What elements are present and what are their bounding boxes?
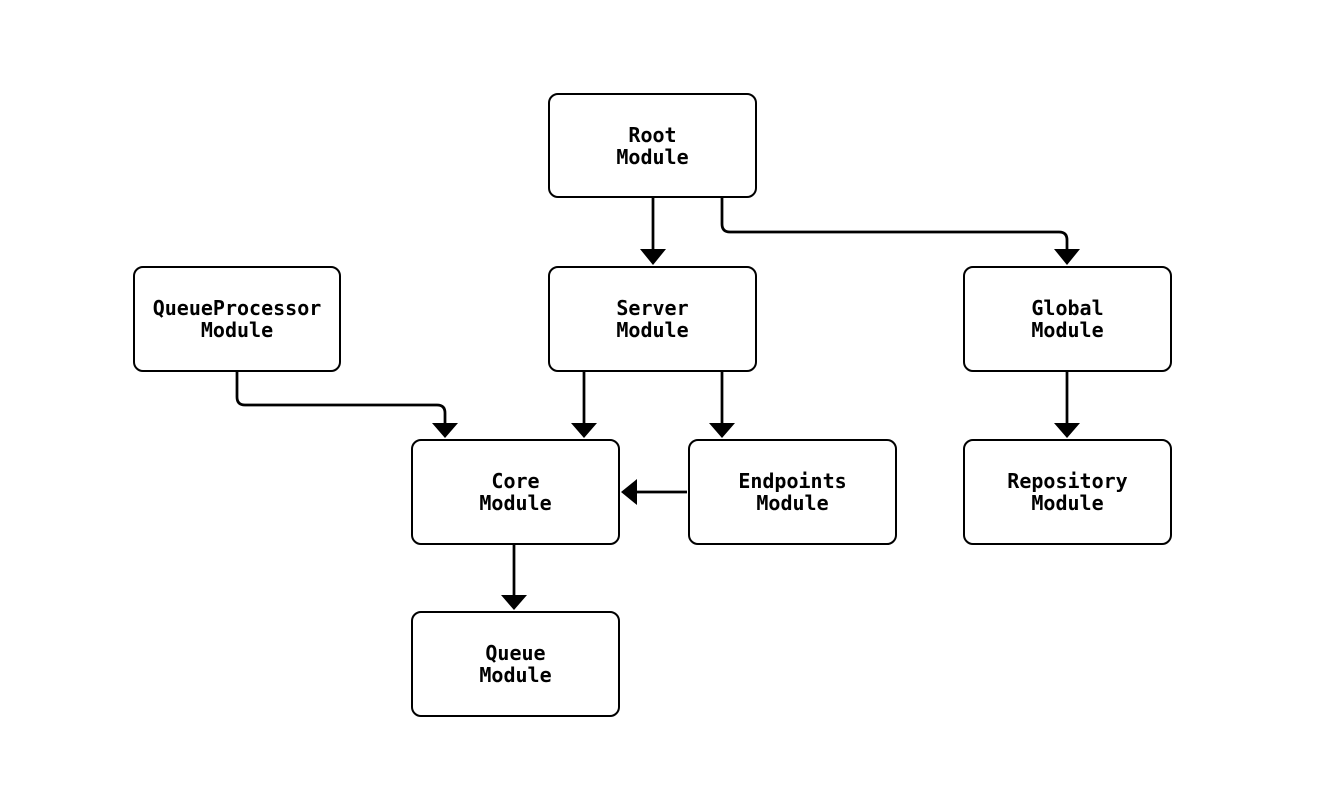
- arrowhead-icon: [709, 423, 735, 438]
- arrowhead-icon: [621, 479, 637, 505]
- node-label: Core Module: [479, 469, 552, 515]
- edge-root-to-global: [720, 198, 1080, 265]
- node-label: QueueProcessor Module: [152, 296, 322, 342]
- node-label: Server Module: [616, 296, 689, 342]
- edge-endpoints-to-core: [621, 479, 687, 505]
- node-core-module: Core Module: [411, 439, 620, 545]
- arrowhead-icon: [501, 595, 527, 610]
- node-global-module: Global Module: [963, 266, 1172, 372]
- node-label: Queue Module: [479, 641, 552, 687]
- edge-core-to-queue: [501, 545, 527, 610]
- node-root-module: Root Module: [548, 93, 757, 198]
- node-label: Global Module: [1031, 296, 1104, 342]
- node-label: Root Module: [616, 122, 689, 169]
- edge-server-to-core: [571, 372, 597, 438]
- arrowhead-icon: [571, 423, 597, 438]
- node-endpoints-module: Endpoints Module: [688, 439, 897, 545]
- node-queueprocessor-module: QueueProcessor Module: [133, 266, 341, 372]
- node-repository-module: Repository Module: [963, 439, 1172, 545]
- edge-global-to-repository: [1054, 372, 1080, 438]
- arrowhead-icon: [1054, 249, 1080, 265]
- node-label: Repository Module: [1007, 469, 1128, 515]
- arrowhead-icon: [432, 423, 458, 438]
- arrowhead-icon: [1054, 423, 1080, 438]
- edge-server-to-endpoints: [709, 372, 735, 438]
- node-queue-module: Queue Module: [411, 611, 620, 717]
- node-server-module: Server Module: [548, 266, 757, 372]
- node-label: Endpoints Module: [738, 469, 847, 515]
- edge-root-to-server: [640, 198, 666, 265]
- edge-line: [720, 198, 1069, 250]
- arrowhead-icon: [640, 249, 666, 265]
- edge-line: [235, 372, 447, 423]
- edge-queueprocessor-to-core: [235, 372, 458, 438]
